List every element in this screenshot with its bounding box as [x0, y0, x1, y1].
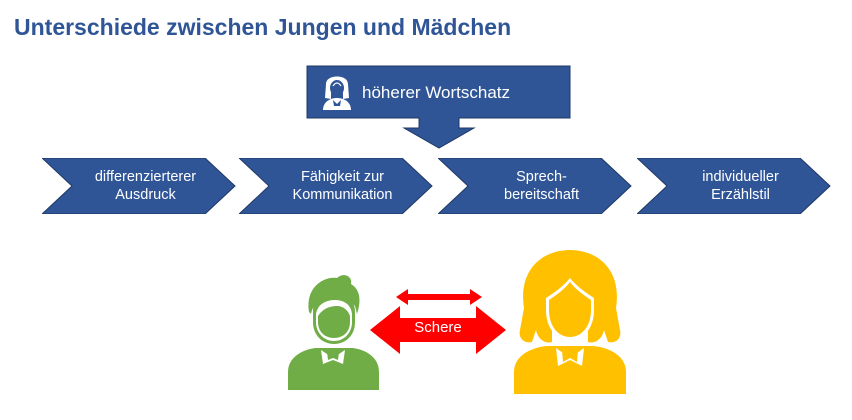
step-label: Sprech- bereitschaft [504, 169, 579, 203]
step-label: individueller Erzählstil [702, 169, 779, 203]
boy-figure-icon [288, 275, 379, 390]
step-4: individueller Erzählstil [637, 158, 832, 214]
step-label: Fähigkeit zur Kommunikation [292, 169, 393, 203]
step-1: differenzierterer Ausdruck [42, 158, 237, 214]
scissors-label: Schere [414, 319, 462, 336]
callout-label: höherer Wortschatz [362, 83, 511, 102]
girl-figure-icon [514, 250, 626, 394]
slide-title: Unterschiede zwischen Jungen und Mädchen [14, 14, 512, 40]
chevron-shape [637, 158, 831, 214]
chevron-shape [239, 158, 433, 214]
girl-avatar-icon [323, 76, 351, 110]
chevron-shape [438, 158, 632, 214]
scissors-double-arrow [370, 306, 506, 354]
step-label: differenzierterer Ausdruck [94, 169, 197, 203]
small-double-arrow [396, 289, 482, 305]
step-2: Fähigkeit zur Kommunikation [239, 158, 434, 214]
step-3: Sprech- bereitschaft [438, 158, 633, 214]
chevron-shape [42, 158, 236, 214]
